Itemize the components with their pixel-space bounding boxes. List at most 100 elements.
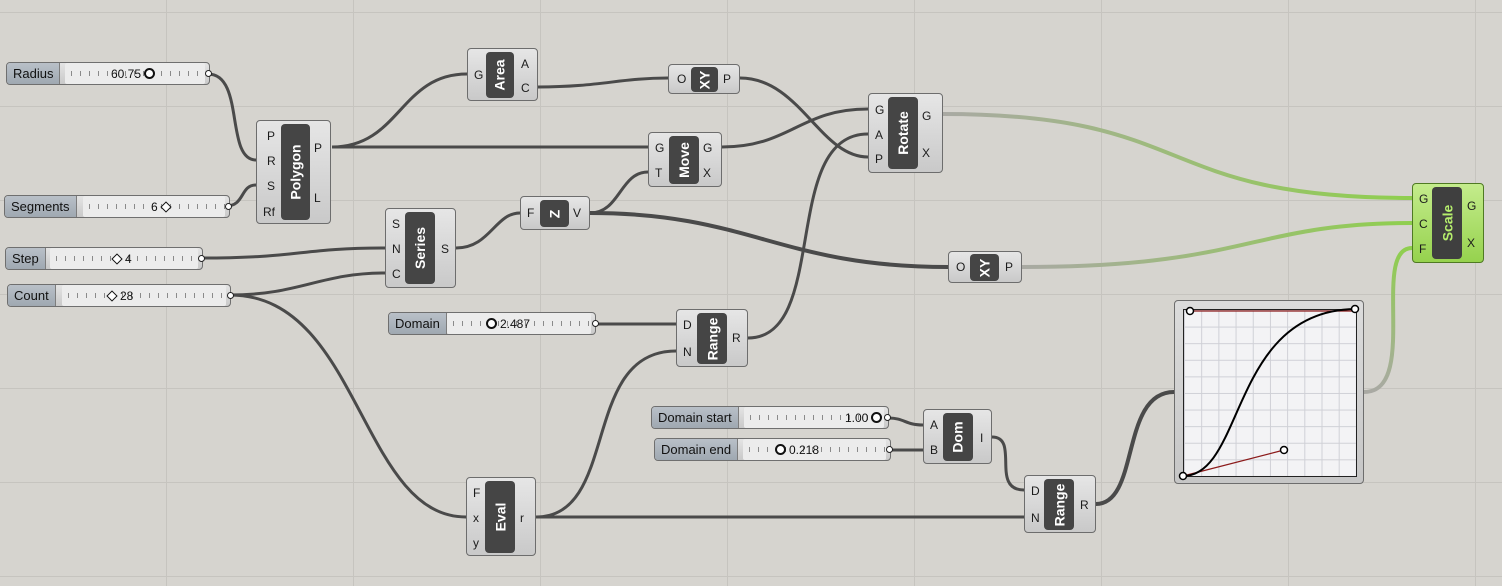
component-xy-plane[interactable]: O XY P bbox=[668, 64, 740, 94]
slider-value: 1.00 bbox=[845, 410, 869, 425]
component-rotate[interactable]: G A P Rotate G X bbox=[868, 93, 943, 173]
slider-domain-start[interactable]: Domain start 1.00 bbox=[651, 406, 889, 429]
output-label: P bbox=[314, 141, 323, 155]
wire-move-rotate-g bbox=[721, 107, 869, 149]
component-unit-z[interactable]: F Z V bbox=[520, 196, 590, 230]
component-name: Dom bbox=[950, 421, 966, 453]
output-label: P bbox=[723, 72, 732, 86]
input-label: N bbox=[1031, 511, 1040, 525]
output-label: V bbox=[573, 206, 582, 220]
slider-label: Domain end bbox=[655, 439, 739, 460]
wire-range2-graph bbox=[1095, 390, 1175, 506]
component-core[interactable]: XY bbox=[970, 254, 999, 281]
wire-count-series-c bbox=[229, 271, 386, 297]
graph-handle bbox=[1279, 445, 1289, 455]
wire-graph-scale bbox=[1363, 246, 1413, 394]
component-name: Z bbox=[546, 209, 563, 218]
output-grip[interactable] bbox=[592, 320, 599, 327]
slider-label: Segments bbox=[5, 196, 77, 217]
input-label: T bbox=[655, 166, 663, 180]
slider-value: 4 bbox=[125, 251, 132, 266]
component-range-2[interactable]: D N Range R bbox=[1024, 475, 1096, 533]
slider-knob-icon[interactable] bbox=[871, 412, 883, 423]
input-label: y bbox=[473, 536, 479, 550]
component-evaluate[interactable]: F x y Eval r bbox=[466, 477, 536, 556]
component-move[interactable]: G T Move G X bbox=[648, 132, 722, 187]
component-core[interactable]: Eval bbox=[485, 481, 515, 553]
slider-rail[interactable] bbox=[744, 407, 884, 428]
component-scale[interactable]: G C F Scale G X bbox=[1412, 183, 1484, 263]
component-core[interactable]: Range bbox=[697, 313, 727, 364]
output-label: L bbox=[314, 191, 321, 205]
component-range[interactable]: D N Range R bbox=[676, 309, 748, 367]
output-label: X bbox=[922, 146, 931, 160]
component-name: Range bbox=[1051, 483, 1068, 526]
slider-knob-icon[interactable] bbox=[775, 444, 786, 455]
slider-knob-icon[interactable] bbox=[106, 289, 118, 302]
component-series[interactable]: S N C Series S bbox=[385, 208, 456, 288]
component-core[interactable]: Rotate bbox=[888, 97, 918, 169]
input-label: R bbox=[267, 154, 276, 168]
component-core[interactable]: Dom bbox=[943, 413, 973, 461]
slider-rail[interactable] bbox=[62, 285, 226, 306]
wire-count-eval bbox=[229, 293, 467, 519]
graph-handle bbox=[1350, 304, 1360, 314]
slider-knob-icon[interactable] bbox=[144, 68, 156, 79]
wire-dstart-dom bbox=[887, 416, 924, 427]
output-label: R bbox=[732, 331, 741, 345]
graph-mapper[interactable] bbox=[1174, 300, 1364, 484]
slider-domain-end[interactable]: Domain end 0.218 bbox=[654, 438, 891, 461]
component-construct-domain[interactable]: A B Dom I bbox=[923, 409, 992, 464]
input-label: F bbox=[473, 486, 481, 500]
input-label: O bbox=[677, 72, 687, 86]
slider-segments[interactable]: Segments 6 bbox=[4, 195, 230, 218]
component-name: Scale bbox=[1439, 204, 1455, 242]
output-grip[interactable] bbox=[225, 203, 232, 210]
component-core[interactable]: Series bbox=[405, 212, 435, 284]
slider-domain[interactable]: Domain 2.487 bbox=[388, 312, 596, 335]
input-label: G bbox=[655, 141, 665, 155]
wire-polygon-area bbox=[331, 72, 468, 149]
component-core[interactable]: Scale bbox=[1432, 187, 1462, 259]
output-grip[interactable] bbox=[205, 70, 212, 77]
slider-knob-icon[interactable] bbox=[111, 252, 123, 265]
component-area[interactable]: G Area A C bbox=[467, 48, 538, 101]
component-core[interactable]: Z bbox=[540, 200, 569, 227]
component-xy-plane-2[interactable]: O XY P bbox=[948, 251, 1022, 283]
component-core[interactable]: Area bbox=[486, 52, 514, 98]
output-label: r bbox=[520, 511, 524, 525]
slider-rail[interactable] bbox=[447, 313, 591, 334]
component-core[interactable]: XY bbox=[691, 67, 718, 92]
input-label: S bbox=[392, 217, 401, 231]
output-grip[interactable] bbox=[227, 292, 234, 299]
slider-rail[interactable] bbox=[65, 63, 205, 84]
wire-eval-range-n bbox=[535, 349, 677, 519]
component-core[interactable]: Range bbox=[1044, 479, 1074, 530]
slider-knob-icon[interactable] bbox=[160, 200, 172, 213]
slider-rail[interactable] bbox=[50, 248, 198, 269]
slider-label: Count bbox=[8, 285, 56, 306]
input-label: A bbox=[875, 128, 884, 142]
output-label: S bbox=[441, 242, 450, 256]
input-label: Rf bbox=[263, 205, 275, 219]
slider-count[interactable]: Count 28 bbox=[7, 284, 231, 307]
output-grip[interactable] bbox=[884, 414, 891, 421]
output-label: G bbox=[1467, 199, 1477, 213]
component-core[interactable]: Polygon bbox=[281, 124, 310, 220]
output-label: A bbox=[521, 57, 530, 71]
output-grip[interactable] bbox=[886, 446, 893, 453]
output-grip[interactable] bbox=[198, 255, 205, 262]
slider-knob-icon[interactable] bbox=[486, 318, 497, 329]
output-label: P bbox=[1005, 260, 1014, 274]
component-name: Range bbox=[704, 317, 721, 360]
slider-rail[interactable] bbox=[83, 196, 225, 217]
component-name: Move bbox=[676, 142, 693, 178]
component-core[interactable]: Move bbox=[669, 136, 699, 184]
slider-step[interactable]: Step 4 bbox=[5, 247, 203, 270]
wire-area-xy bbox=[537, 76, 669, 89]
component-polygon[interactable]: P R S Rf Polygon P L bbox=[256, 120, 331, 224]
graph-plot-area[interactable] bbox=[1183, 309, 1357, 477]
slider-radius[interactable]: Radius 60.75 bbox=[6, 62, 210, 85]
